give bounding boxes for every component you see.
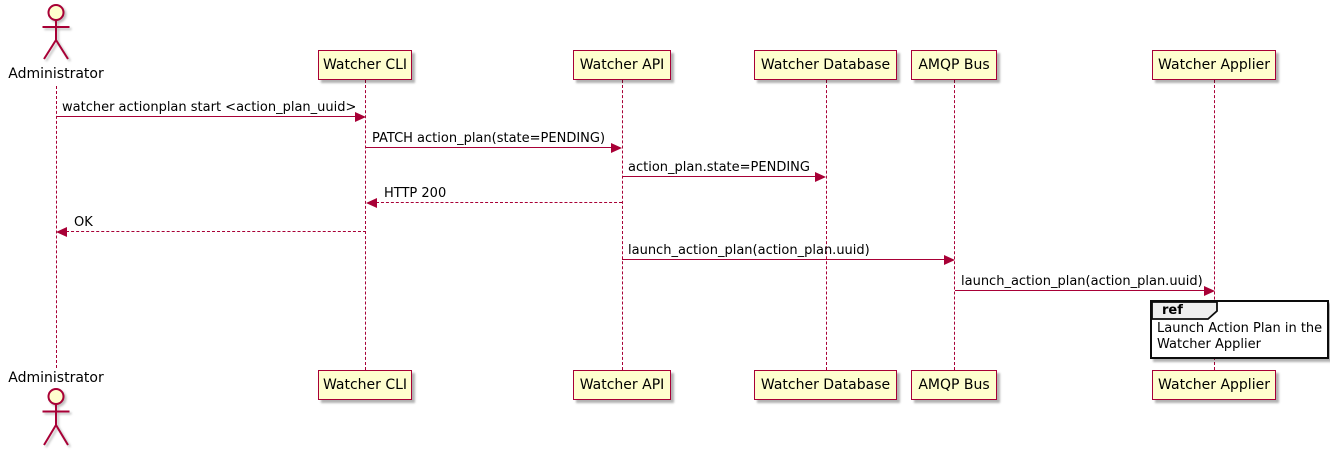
ref-fragment: ref Launch Action Plan in the Watcher Ap… bbox=[1150, 300, 1329, 359]
participant-bottom-amqp-bus: AMQP Bus bbox=[911, 370, 997, 400]
ref-content: Launch Action Plan in the Watcher Applie… bbox=[1157, 321, 1323, 352]
participant-bottom-watcher-applier: Watcher Applier bbox=[1152, 370, 1276, 400]
participant-label: AMQP Bus bbox=[918, 377, 990, 393]
ref-keyword: ref bbox=[1162, 303, 1183, 318]
actor-icon bbox=[42, 4, 70, 60]
lifeline-watcher-api bbox=[621, 80, 623, 370]
participant-top-watcher-database: Watcher Database bbox=[754, 50, 897, 80]
message-6-line bbox=[622, 259, 945, 260]
message-4-arrowhead-icon bbox=[366, 198, 377, 208]
message-5-line bbox=[66, 231, 366, 232]
message-7-label: launch_action_plan(action_plan.uuid) bbox=[961, 274, 1203, 289]
message-5-arrowhead-icon bbox=[56, 227, 67, 237]
message-7-arrowhead-icon bbox=[1204, 286, 1215, 296]
ref-tab-icon bbox=[1151, 301, 1218, 320]
participant-top-watcher-api: Watcher API bbox=[573, 50, 671, 80]
participant-label: Watcher CLI bbox=[322, 377, 408, 393]
message-4-line bbox=[376, 202, 622, 203]
message-3-line bbox=[622, 176, 816, 177]
message-2-line bbox=[366, 147, 612, 148]
message-5-label: OK bbox=[74, 215, 93, 230]
participant-label: Watcher CLI bbox=[322, 57, 408, 73]
message-1-label: watcher actionplan start <action_plan_uu… bbox=[62, 100, 357, 115]
participant-label: AMQP Bus bbox=[918, 57, 990, 73]
message-4-label: HTTP 200 bbox=[384, 186, 447, 201]
message-6-arrowhead-icon bbox=[944, 255, 955, 265]
participant-bottom-watcher-cli: Watcher CLI bbox=[318, 370, 412, 400]
lifeline-watcher-database bbox=[825, 80, 827, 370]
message-3-arrowhead-icon bbox=[815, 172, 826, 182]
participant-label: Watcher API bbox=[579, 377, 665, 393]
message-3-label: action_plan.state=PENDING bbox=[628, 160, 810, 175]
lifeline-amqp-bus bbox=[954, 80, 955, 370]
participant-bottom-watcher-api: Watcher API bbox=[573, 370, 671, 400]
actor-icon bbox=[42, 388, 70, 446]
message-2-arrowhead-icon bbox=[611, 143, 622, 153]
participant-label: Watcher Database bbox=[760, 57, 891, 73]
lifeline-watcher-applier bbox=[1214, 80, 1215, 370]
participant-bottom-watcher-database: Watcher Database bbox=[754, 370, 897, 400]
participant-top-amqp-bus: AMQP Bus bbox=[911, 50, 997, 80]
participant-label: Watcher Database bbox=[760, 377, 891, 393]
participant-label: Watcher API bbox=[579, 57, 665, 73]
message-2-label: PATCH action_plan(state=PENDING) bbox=[372, 131, 606, 146]
lifeline-watcher-cli bbox=[365, 80, 366, 370]
participant-top-watcher-applier: Watcher Applier bbox=[1152, 50, 1276, 80]
actor-label-bottom: Administrator bbox=[8, 370, 104, 386]
message-6-label: launch_action_plan(action_plan.uuid) bbox=[628, 243, 870, 258]
participant-label: Watcher Applier bbox=[1158, 377, 1270, 393]
participant-label: Watcher Applier bbox=[1158, 57, 1270, 73]
participant-top-watcher-cli: Watcher CLI bbox=[318, 50, 412, 80]
message-7-line bbox=[955, 290, 1205, 291]
message-1-arrowhead-icon bbox=[355, 112, 366, 122]
message-1-line bbox=[56, 116, 356, 117]
actor-label-top: Administrator bbox=[8, 66, 104, 82]
